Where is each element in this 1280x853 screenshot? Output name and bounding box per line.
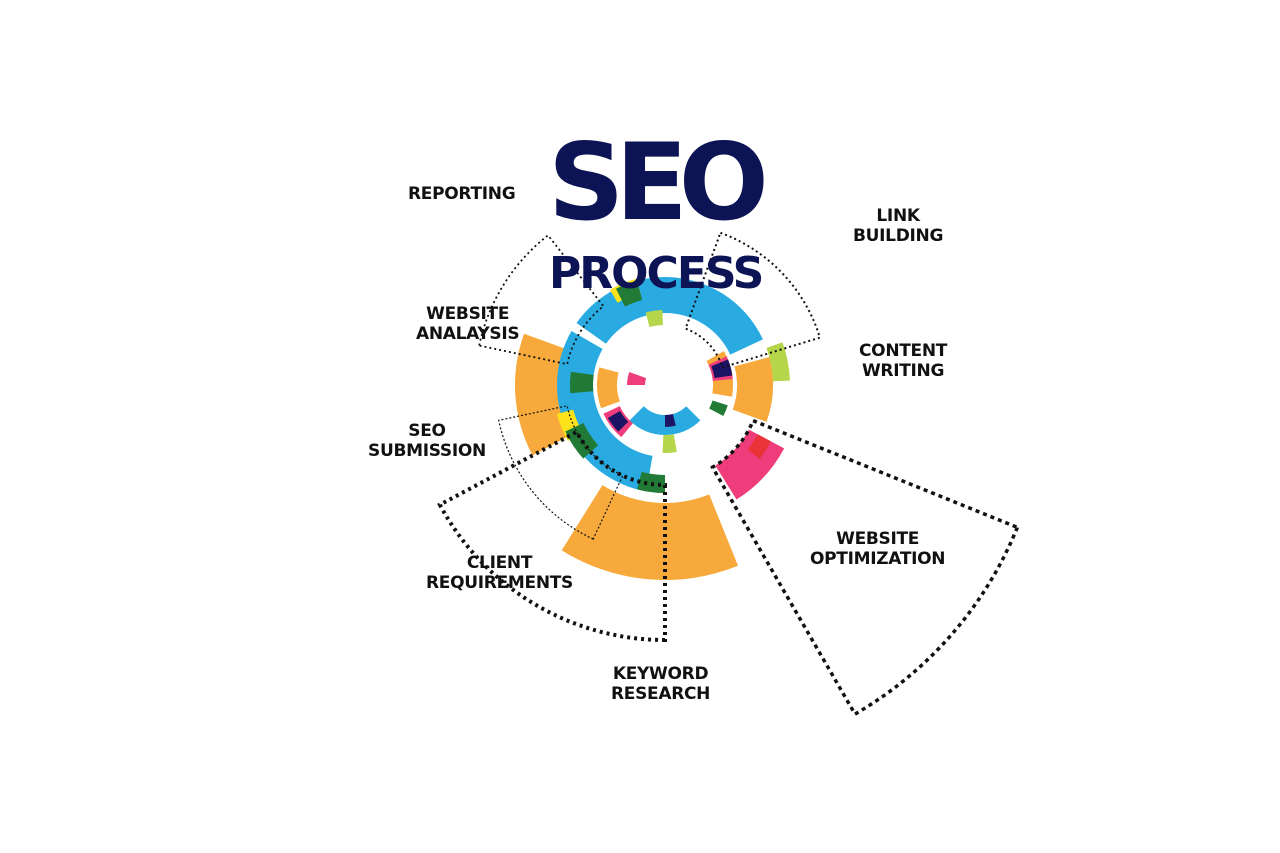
title-seo: SEO [548,121,769,244]
label-seo-submission: SEO SUBMISSION [368,421,486,461]
segment-blue-top-left [576,277,665,344]
outline-seo-submission [498,405,624,540]
segment-lime-right [766,342,790,382]
label-content-writing: CONTENT WRITING [859,341,948,381]
accent-lime [645,310,663,328]
segment-navy-inner [607,411,629,432]
label-client-requirements: CLIENT REQUIREMENTS [426,553,573,593]
segment-orange-right [732,357,774,422]
label-keyword-research: KEYWORD RESEARCH [611,664,711,704]
segment-orange-inner [597,367,620,409]
outline-website-optimization [710,418,1020,717]
accent-green-far-left [570,371,594,394]
segment-orange-left [515,333,573,456]
accent-green-right [709,400,728,416]
segment-pink-center [627,372,647,385]
label-reporting: REPORTING [408,184,516,204]
segment-blue-top-right [665,277,763,355]
accent-green [615,280,643,307]
label-link-building: LINK BUILDING [853,206,944,246]
label-website-analysis: WEBSITE ANALAYSIS [416,304,520,344]
accent-green-bottom [637,471,665,493]
segment-navy-right [711,359,733,379]
dotted-outlines [437,231,1020,717]
accent-red [747,434,771,459]
title-process: PROCESS [549,248,764,299]
accent-lime-bottom [662,434,677,454]
segment-orange-bottom [561,485,739,580]
label-website-optimization: WEBSITE OPTIMIZATION [810,529,946,569]
segment-navy-center [665,413,676,427]
segment-pink-right [715,429,785,500]
colored-wheel [515,277,790,580]
